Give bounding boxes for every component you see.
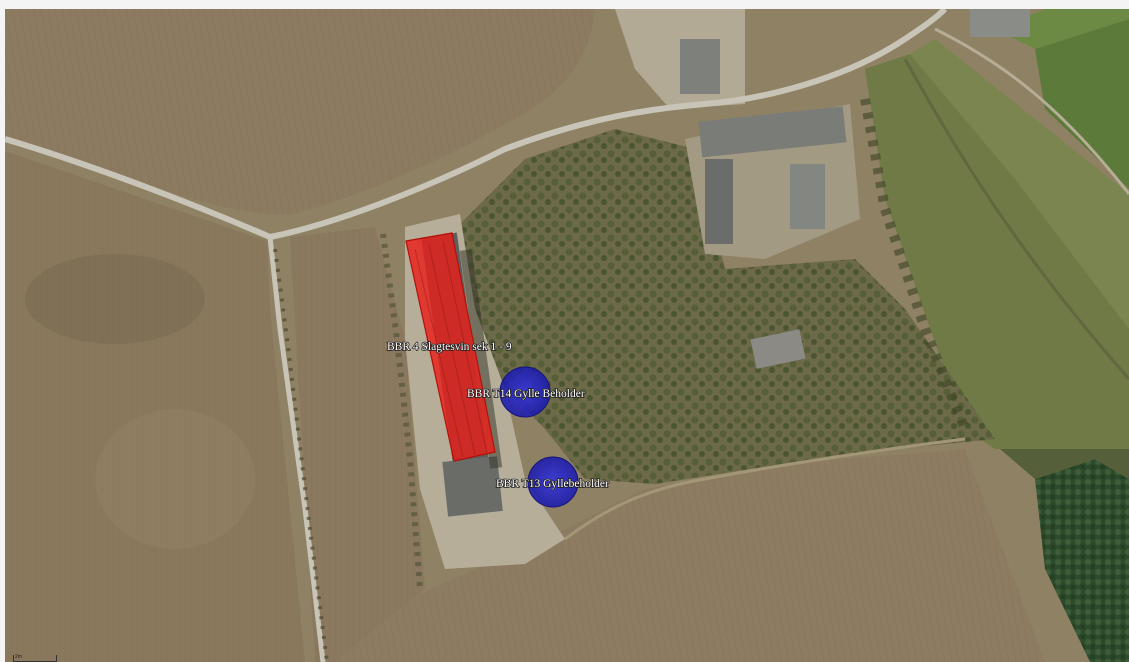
grass-field-top-right bbox=[1035, 19, 1129, 189]
bbr-t13-tank-circle[interactable] bbox=[527, 456, 579, 508]
shed-roof bbox=[442, 456, 503, 517]
bbr-t13-label: BBR T13 Gyllebeholder bbox=[496, 478, 609, 490]
farm-building-west bbox=[705, 159, 733, 244]
side-road bbox=[267, 236, 326, 662]
house-roof-right bbox=[970, 9, 1030, 37]
dirt-track-right bbox=[934, 27, 1129, 195]
bbr-4-label: BBR 4 Slagtesvin sek 1 - 9 bbox=[387, 341, 512, 353]
bbr-t14-label: BBR T14 Gylle Beholder bbox=[467, 388, 585, 400]
house-roof-orchard bbox=[750, 329, 806, 369]
map-viewport[interactable]: BBR 4 Slagtesvin sek 1 - 9 BBR T14 Gylle… bbox=[5, 9, 1129, 662]
farm-building-east bbox=[790, 164, 825, 229]
scale-text: 2m bbox=[15, 654, 22, 660]
main-road bbox=[5, 9, 948, 241]
farm-building-north bbox=[680, 39, 720, 94]
grass-field-right bbox=[865, 54, 1129, 449]
bbr-t14-tank-circle[interactable] bbox=[499, 366, 551, 418]
bbr-4-building-polygon[interactable] bbox=[405, 232, 496, 462]
forest-bottom-right bbox=[1035, 459, 1129, 662]
aerial-map[interactable]: BBR 4 Slagtesvin sek 1 - 9 BBR T14 Gylle… bbox=[5, 9, 1129, 662]
farmhouse-roof bbox=[698, 106, 847, 158]
farm-track bbox=[564, 437, 966, 541]
bbr-4-roof-ridges bbox=[414, 240, 488, 458]
